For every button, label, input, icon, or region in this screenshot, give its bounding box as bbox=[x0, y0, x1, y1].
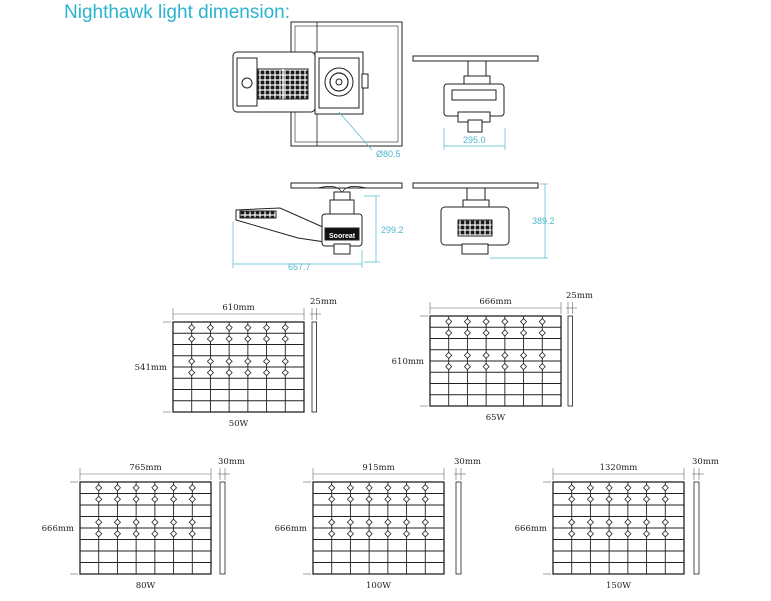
panel-100w: 915mm 666mm 30mm 100W bbox=[275, 457, 481, 591]
panel-power-label: 150W bbox=[606, 581, 631, 591]
front-view-bottom bbox=[412, 182, 548, 259]
panel-width-label: 666mm bbox=[479, 297, 511, 307]
panel-side bbox=[311, 321, 317, 413]
panel-150w: 1320mm 666mm 30mm 150W bbox=[515, 457, 719, 591]
width-label: 295.0 bbox=[463, 135, 486, 145]
panel-power-label: 80W bbox=[136, 581, 156, 591]
panel-thickness-label: 25mm bbox=[310, 297, 337, 307]
panel-height-label: 666mm bbox=[42, 524, 74, 534]
panel-power-label: 100W bbox=[366, 581, 391, 591]
panel-height-label: 610mm bbox=[392, 357, 424, 367]
panel-height-label: 541mm bbox=[135, 363, 167, 373]
plan-view bbox=[232, 21, 403, 151]
panel-thickness-label: 30mm bbox=[218, 457, 245, 467]
length-label: 657.7 bbox=[288, 262, 311, 272]
solar-panel-edge bbox=[412, 55, 539, 62]
panel-side bbox=[219, 481, 226, 575]
panel-thickness-label: 25mm bbox=[566, 291, 593, 301]
brand-label: Sooreat bbox=[329, 233, 356, 240]
panel-65w: 666mm 610mm 25mm 65W bbox=[392, 291, 593, 423]
panel-power-label: 65W bbox=[486, 413, 506, 423]
side-view bbox=[232, 182, 403, 268]
solar-panels: 610mm 541mm 25mm 50W 666mm 610mm 25mm 65W 765mm 6… bbox=[42, 291, 719, 591]
panel-side bbox=[693, 481, 700, 575]
panel-thickness-label: 30mm bbox=[454, 457, 481, 467]
panel-width-label: 765mm bbox=[129, 463, 161, 473]
panel-side bbox=[567, 315, 573, 407]
panel-height-label: 666mm bbox=[515, 524, 547, 534]
panel-side bbox=[455, 481, 462, 575]
page-title: Nighthawk light dimension: bbox=[64, 2, 291, 23]
panel-power-label: 50W bbox=[229, 419, 249, 429]
total-height-label: 389.2 bbox=[532, 216, 555, 226]
panel-width-label: 915mm bbox=[362, 463, 394, 473]
panel-width-label: 1320mm bbox=[600, 463, 638, 473]
diameter-label: Ø80.5 bbox=[376, 149, 401, 159]
sensor-lens bbox=[241, 77, 253, 89]
panel-height-label: 666mm bbox=[275, 524, 307, 534]
panel-50w: 610mm 541mm 25mm 50W bbox=[135, 297, 337, 429]
panel-80w: 765mm 666mm 30mm 80W bbox=[42, 457, 245, 591]
panel-width-label: 610mm bbox=[222, 303, 254, 313]
height-label: 299.2 bbox=[381, 225, 404, 235]
front-view-top bbox=[412, 55, 539, 150]
panel-thickness-label: 30mm bbox=[692, 457, 719, 467]
